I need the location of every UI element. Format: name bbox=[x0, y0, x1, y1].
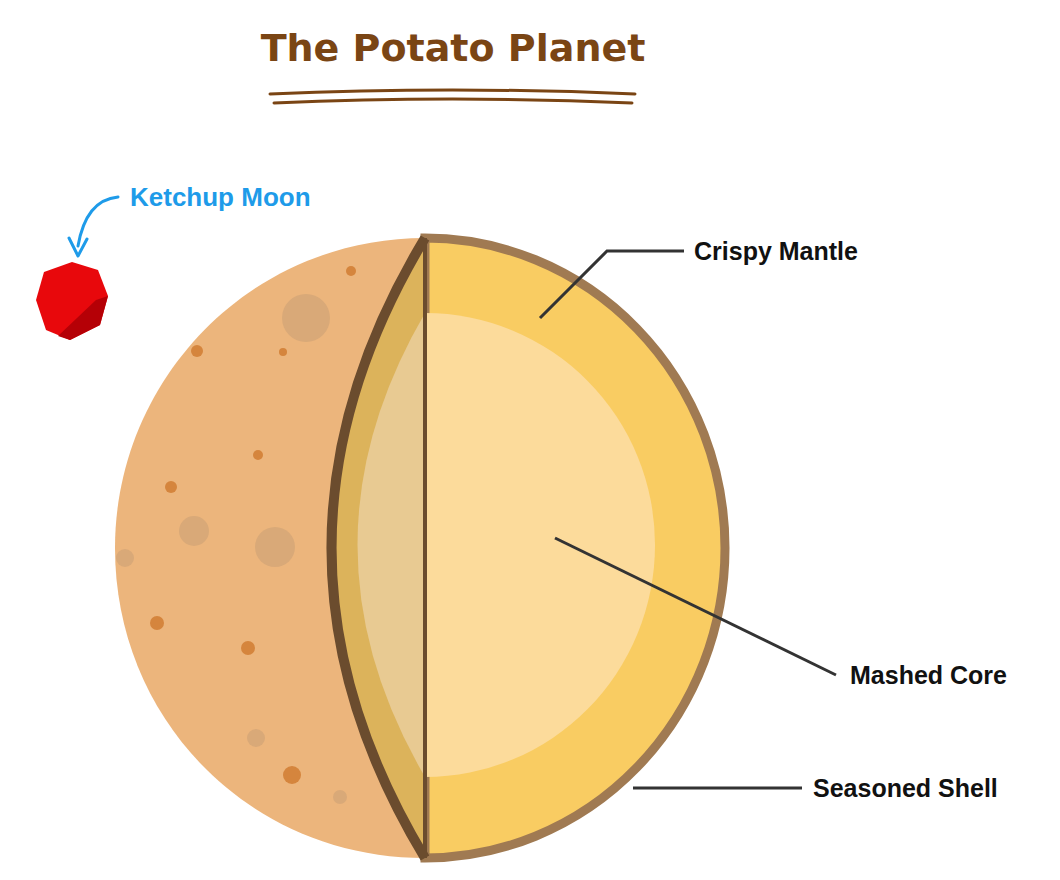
potato-skin bbox=[115, 238, 425, 858]
leader-line bbox=[633, 787, 802, 790]
core-lip bbox=[358, 313, 426, 777]
skin-spots bbox=[150, 266, 356, 784]
title: The Potato Planet bbox=[261, 26, 646, 70]
leader-line bbox=[555, 538, 836, 675]
part-label: Seasoned Shell bbox=[813, 774, 998, 803]
title-underline bbox=[270, 90, 635, 94]
skin-craters bbox=[116, 294, 347, 804]
mantle-lip bbox=[332, 238, 426, 858]
arrow-head bbox=[69, 238, 87, 256]
part-label: Crispy Mantle bbox=[694, 237, 858, 266]
ketchup-moon bbox=[36, 262, 108, 340]
cut-line bbox=[423, 238, 427, 858]
leader-line bbox=[540, 251, 684, 318]
moon-label: Ketchup Moon bbox=[130, 182, 311, 213]
callout-arrow bbox=[78, 197, 118, 246]
ketchup-moon-shade bbox=[58, 296, 108, 340]
title-underline bbox=[274, 99, 632, 103]
mashed-core bbox=[425, 313, 655, 777]
part-label: Mashed Core bbox=[850, 661, 1007, 690]
cut-edge bbox=[332, 238, 426, 858]
